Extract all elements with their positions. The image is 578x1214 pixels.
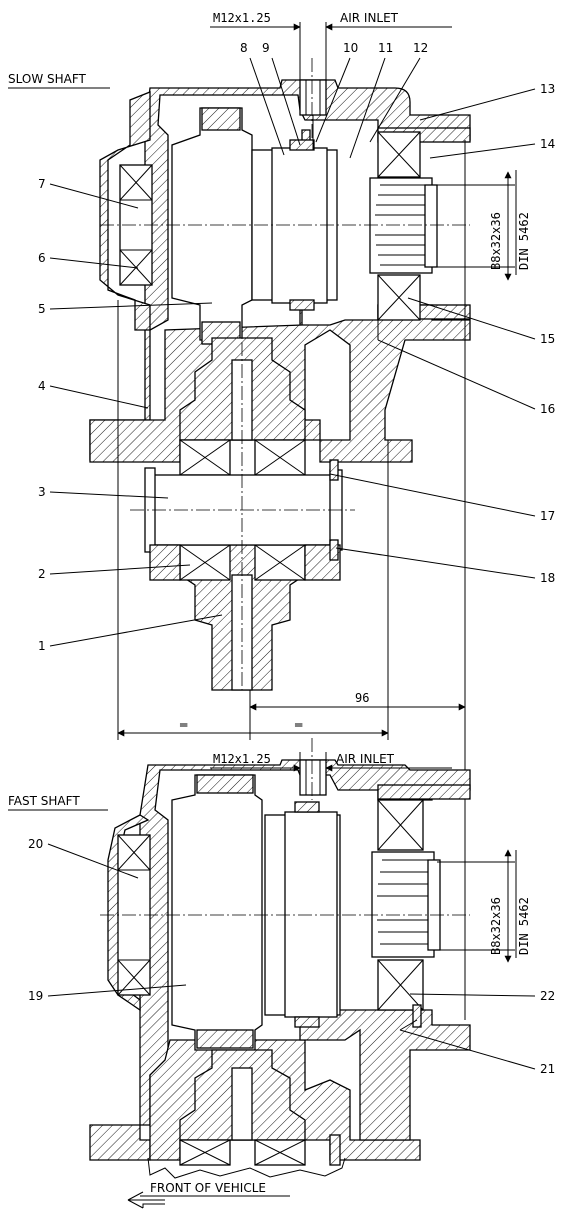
gear-5-teeth-top [201,107,241,131]
standard-label-top: DIN 5462 [517,212,531,270]
callout-3: 3 [38,485,46,499]
gear-19-teeth-top [196,774,254,794]
air-inlet-port [299,79,327,116]
front-of-vehicle-arrow: FRONT OF VEHICLE [127,1181,290,1209]
dimensions-bottom: M12x1.25 AIR INLET B8x32x36 DIN 5462 [210,752,531,963]
circlip-21 [412,1004,422,1028]
fast-spline-teeth [377,859,432,945]
callout-5: 5 [38,302,46,316]
spline-label-bottom: B8x32x36 [489,897,503,955]
equal-mark-right: ═ [294,718,303,732]
spline-teeth [375,184,430,266]
fast-shaft-break-line [147,1157,346,1179]
fast-hub-top-wall [377,784,471,800]
slow-shaft-heading: SLOW SHAFT [8,72,87,86]
housing-cap-left [149,544,181,581]
callout-11: 11 [378,41,393,55]
housing-left-lip [99,91,151,331]
callout-10: 10 [343,41,358,55]
callout-8: 8 [240,41,248,55]
callout-17: 17 [540,509,555,523]
fast-air-inlet-port [299,759,327,796]
callout-18: 18 [540,571,555,585]
callout-2: 2 [38,567,46,581]
gear-19-teeth-bottom [196,1029,254,1049]
circlip-17 [329,459,339,481]
callout-19: 19 [28,989,43,1003]
fast-shaft-assembly [89,738,471,1179]
fast-housing-right-lower [299,1009,471,1141]
gear-5 [171,107,253,341]
callout-20: 20 [28,837,43,851]
fast-shaft-heading: FAST SHAFT [8,794,80,808]
fast-seal-bottom [294,1016,320,1028]
spline-label-top: B8x32x36 [489,212,503,270]
callout-1: 1 [38,639,46,653]
callout-4: 4 [38,379,46,393]
slow-shaft-assembly [89,58,471,463]
callout-12: 12 [413,41,428,55]
callout-9: 9 [262,41,270,55]
callout-21: 21 [540,1062,555,1076]
seal-10-bottom [289,299,315,311]
callout-13: 13 [540,82,555,96]
callout-7: 7 [38,177,46,191]
hub-end-cap [424,184,438,268]
fast-spline-hub [371,851,435,958]
front-of-vehicle-label: FRONT OF VEHICLE [150,1181,266,1195]
dimensions-top: 96 ═ ═ M12x1.25 AIR INLET B8x32x36 DIN 5… [117,11,531,1020]
spline-hub [369,177,433,274]
callout-16: 16 [540,402,555,416]
callouts-top: 8 9 10 11 12 [240,41,428,159]
circlip-18 [329,539,339,561]
fast-seal-top [294,801,320,813]
callouts-right: 13 14 15 16 17 18 22 21 [329,82,555,1076]
callout-22: 22 [540,989,555,1003]
seal-10-top [289,139,315,151]
air-inlet-label-top: AIR INLET [340,11,399,25]
piston-8-body [271,147,328,304]
thread-label-bottom: M12x1.25 [213,752,271,766]
callout-14: 14 [540,137,555,151]
fast-piston-body [284,811,338,1018]
dimension-96: 96 [355,691,369,705]
callout-15: 15 [540,332,555,346]
fast-collar-right [329,1134,341,1166]
thread-label-top: M12x1.25 [213,11,271,25]
air-inlet-label-bottom: AIR INLET [336,752,395,766]
fast-lower-gear-web [231,1067,253,1141]
equal-mark-left: ═ [179,718,188,732]
callouts-left: 7 6 5 4 3 2 1 20 19 [28,177,223,1003]
intermediate-shaft-assembly [130,320,355,691]
fast-hub-end-cap [427,859,441,951]
standard-label-bottom: DIN 5462 [517,897,531,955]
gear-19 [171,774,263,1051]
callout-6: 6 [38,251,46,265]
